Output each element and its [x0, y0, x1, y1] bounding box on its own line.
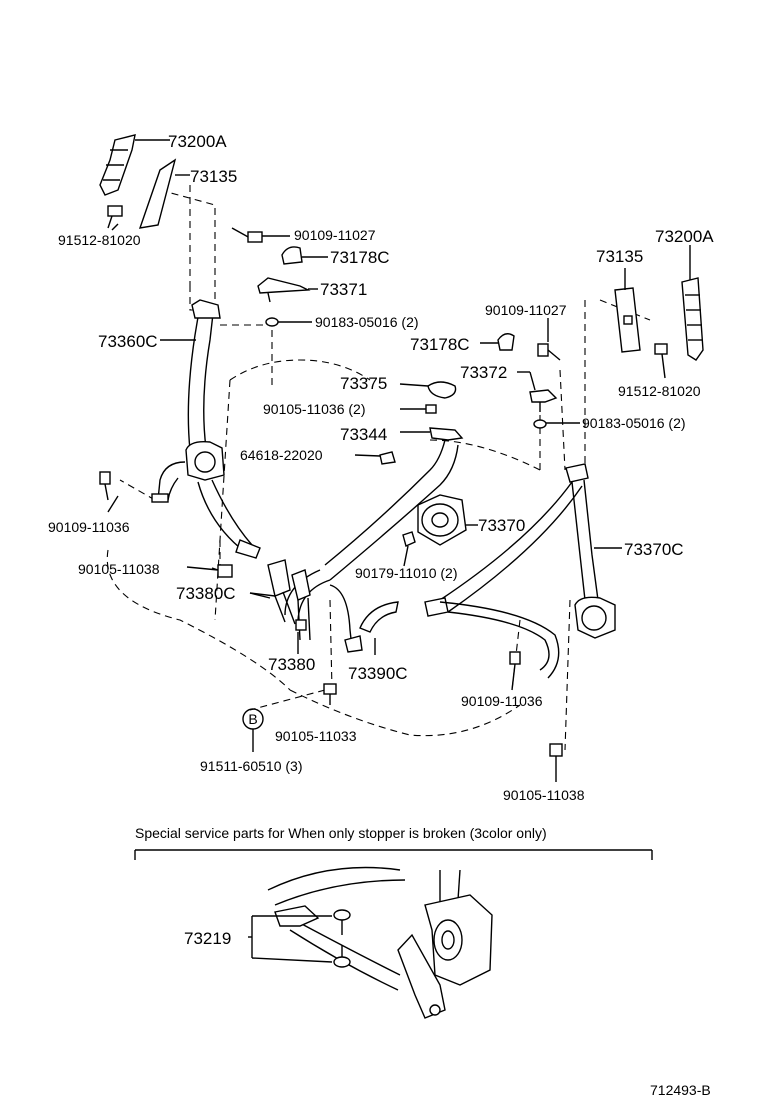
- cover-73371: [257, 277, 318, 303]
- circle-b-label: B: [248, 711, 257, 727]
- bolt-90109-11027-right: [537, 318, 561, 361]
- label-90179: 90179-11010 (2): [355, 565, 457, 581]
- cap-73178C-right: [480, 333, 515, 351]
- special-note: Special service parts for When only stop…: [135, 825, 547, 841]
- label-73380C: 73380C: [176, 584, 236, 603]
- cover-73372: [517, 371, 558, 412]
- bolt-91512-right: [654, 343, 668, 379]
- label-73380: 73380: [268, 655, 315, 674]
- special-service-section: Special service parts for When only stop…: [134, 825, 653, 1019]
- label-91512-left: 91512-81020: [58, 232, 141, 248]
- label-90109-11027-right: 90109-11027: [485, 302, 567, 318]
- label-73200A-right: 73200A: [655, 227, 714, 246]
- label-64618: 64618-22020: [240, 447, 323, 463]
- bolt-90109-top: [231, 227, 290, 243]
- bracket-73344: [400, 427, 464, 441]
- anchor-bracket-right: [681, 245, 704, 361]
- cover-73135-left: [138, 158, 190, 229]
- anchor-73390C: [329, 584, 399, 655]
- washer-90183-right: [533, 419, 580, 429]
- bolt-90105-11036: [400, 404, 437, 414]
- washer-90183-left: [265, 317, 312, 327]
- label-73360C: 73360C: [98, 332, 158, 351]
- label-90109-11027-top: 90109-11027: [294, 227, 376, 243]
- label-90105-11036: 90105-11036 (2): [263, 401, 365, 417]
- buckle-73380C: [249, 559, 296, 625]
- label-73178C-top: 73178C: [330, 248, 390, 267]
- label-73370C: 73370C: [624, 540, 684, 559]
- label-90105-11038-right: 90105-11038: [503, 787, 585, 803]
- anchor-bracket-left: [99, 134, 170, 196]
- bolt-90105-11038-left: [211, 564, 233, 578]
- label-73178C-right: 73178C: [410, 335, 470, 354]
- buckle-73380: [291, 569, 311, 641]
- label-73372: 73372: [460, 363, 507, 382]
- label-73135-left: 73135: [190, 167, 237, 186]
- bolt-90109-11036-left: [99, 471, 111, 501]
- label-91511: 91511-60510 (3): [200, 758, 302, 774]
- cover-73135-right: [614, 268, 641, 353]
- bolt-90109-11036-right: [511, 663, 516, 691]
- cap-73178C-top: [281, 246, 328, 265]
- label-73371: 73371: [320, 280, 367, 299]
- label-73219: 73219: [184, 929, 231, 948]
- belt-73360C: [151, 299, 261, 559]
- bolt-91512-left: [107, 205, 123, 229]
- figure-code: 712493-B: [650, 1082, 711, 1098]
- label-90109-11036-right: 90109-11036: [461, 693, 543, 709]
- label-90109-11036-left: 90109-11036: [48, 519, 130, 535]
- label-73344: 73344: [340, 425, 387, 444]
- part-labels: 73200A 73135 91512-81020 90109-11027 731…: [48, 132, 714, 803]
- label-73200A-left: 73200A: [168, 132, 227, 151]
- leader-lines: [107, 223, 299, 654]
- label-90183-left: 90183-05016 (2): [315, 314, 419, 330]
- label-73135-right: 73135: [596, 247, 643, 266]
- label-90183-right: 90183-05016 (2): [582, 415, 686, 431]
- bolt-90105-11033: [323, 683, 337, 705]
- circle-b-marker: B: [242, 708, 264, 752]
- plate-73375: [399, 381, 457, 399]
- label-73370: 73370: [478, 516, 525, 535]
- label-73375: 73375: [340, 374, 387, 393]
- belt-73370C: [424, 463, 622, 679]
- label-90105-11038-left: 90105-11038: [78, 561, 160, 577]
- bolt-90105-11038-right: [549, 743, 563, 782]
- label-73390C: 73390C: [348, 664, 408, 683]
- nut-90179: [402, 531, 416, 567]
- retractor-73370: [417, 494, 478, 546]
- label-91512-right: 91512-81020: [618, 383, 701, 399]
- clip-64618: [354, 451, 396, 465]
- label-90105-11033: 90105-11033: [275, 728, 357, 744]
